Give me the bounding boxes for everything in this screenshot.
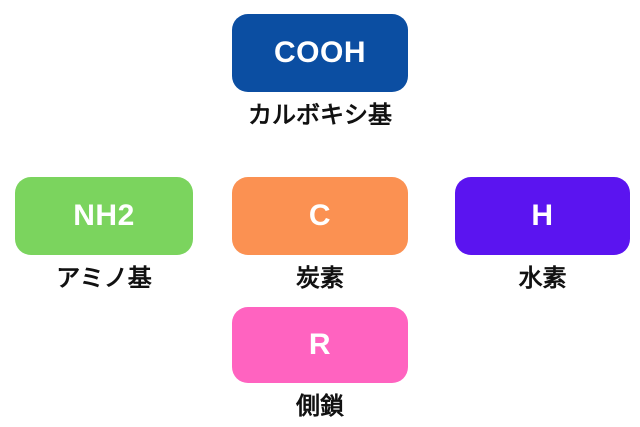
- chip-symbol-hydrogen: H: [531, 199, 554, 232]
- node-label-hydrogen: 水素: [518, 264, 567, 292]
- node-label-carboxyl: カルボキシ基: [248, 101, 392, 129]
- chip-amino[interactable]: NH2: [15, 177, 193, 255]
- node-carbon[interactable]: C 炭素: [232, 177, 408, 297]
- node-carboxyl[interactable]: COOH カルボキシ基: [232, 14, 408, 134]
- node-label-amino: アミノ基: [56, 264, 152, 292]
- chip-carboxyl[interactable]: COOH: [232, 14, 408, 92]
- chip-carbon[interactable]: C: [232, 177, 408, 255]
- node-sidechain[interactable]: R 側鎖: [232, 307, 408, 427]
- chip-symbol-carbon: C: [308, 199, 332, 232]
- chip-symbol-amino: NH2: [73, 199, 135, 232]
- chip-symbol-carboxyl: COOH: [274, 36, 366, 69]
- chip-symbol-sidechain: R: [308, 328, 332, 361]
- node-amino[interactable]: NH2 アミノ基: [15, 177, 193, 297]
- chip-sidechain[interactable]: R: [232, 307, 408, 383]
- node-hydrogen[interactable]: H 水素: [455, 177, 630, 297]
- chip-hydrogen[interactable]: H: [455, 177, 630, 255]
- node-label-carbon: 炭素: [296, 264, 344, 292]
- node-label-sidechain: 側鎖: [296, 392, 344, 420]
